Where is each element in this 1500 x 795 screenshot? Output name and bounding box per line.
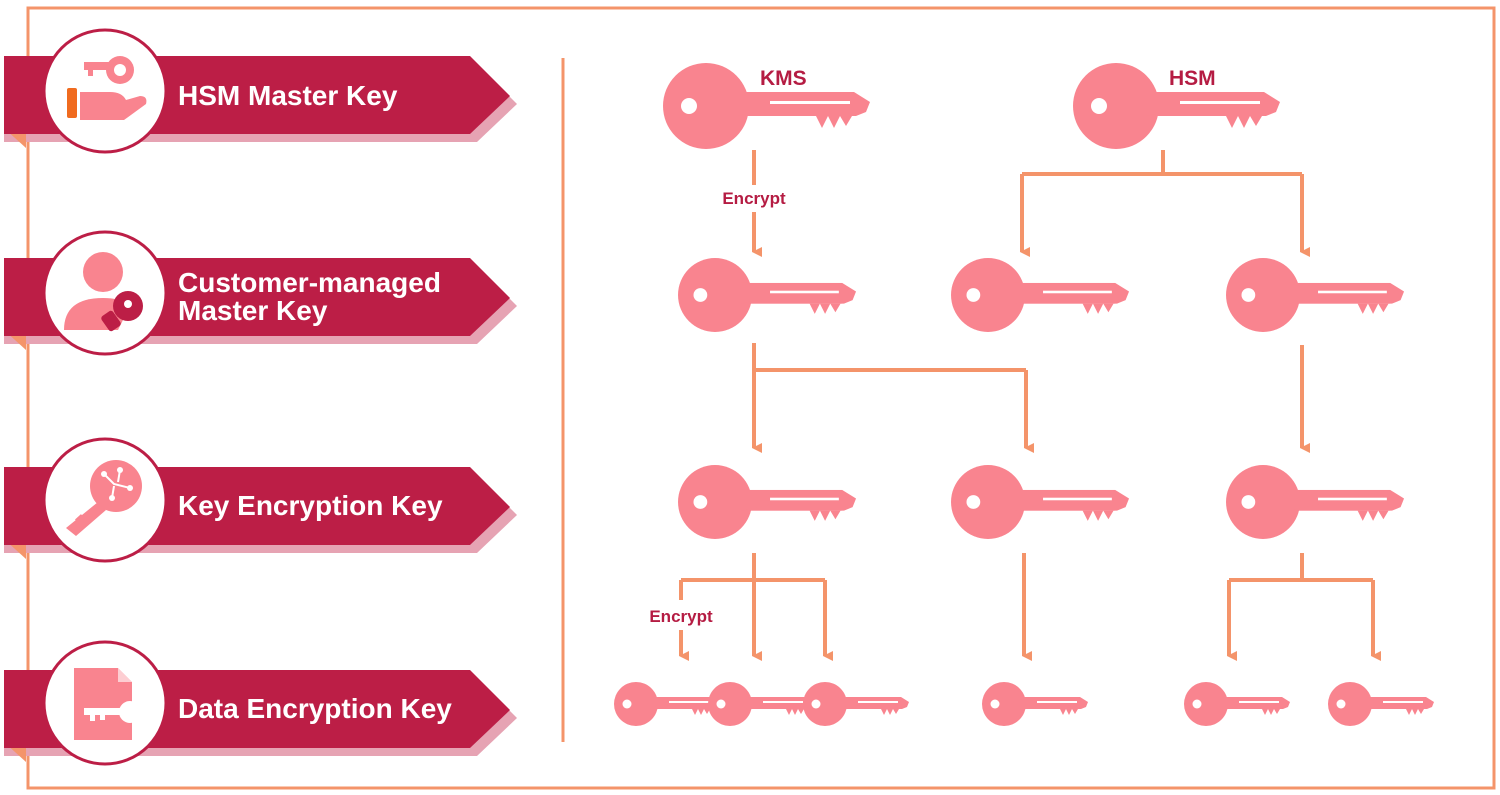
legend-title-3-line-1: Key Encryption Key [178,490,443,521]
legend-title-1-line-1: HSM Master Key [178,80,398,111]
connector-lines [679,150,1381,661]
legend-title-4-line-1: Data Encryption Key [178,693,452,724]
data-encryption-key-icon [1328,682,1434,726]
data-encryption-key-icon [614,682,720,726]
user-key-icon [64,252,143,332]
key-encryption-key-icon [678,465,857,539]
legend-item-key-encryption-key: Key Encryption Key [4,437,517,563]
kms-root-label: KMS [760,67,807,90]
customer-master-key-icon [951,258,1130,332]
legend-item-data-encryption-key: Data Encryption Key [4,640,517,766]
data-encryption-key-icon [708,682,814,726]
data-encryption-key-icon [1184,682,1290,726]
circuit-key-icon [66,460,142,536]
legend-title-2-line-2: Master Key [178,295,328,326]
legend-title-2-line-1: Customer-managed [178,267,441,298]
hand-key-icon [67,56,147,120]
encrypt-label-root: Encrypt [722,189,786,208]
encrypt-label-kek: Encrypt [649,607,713,626]
data-encryption-key-icon [803,682,909,726]
legend-item-hsm-master-key: HSM Master Key [4,28,517,154]
legend-item-customer-managed-master-key: Customer-managed Master Key [4,230,517,356]
data-encryption-key-icon [982,682,1088,726]
hsm-root-label: HSM [1169,67,1216,90]
key-encryption-key-icon [1226,465,1405,539]
customer-master-key-icon [678,258,857,332]
outer-frame [26,6,1496,790]
key-encryption-key-icon [951,465,1130,539]
customer-master-key-icon [1226,258,1405,332]
document-key-icon [74,668,141,740]
